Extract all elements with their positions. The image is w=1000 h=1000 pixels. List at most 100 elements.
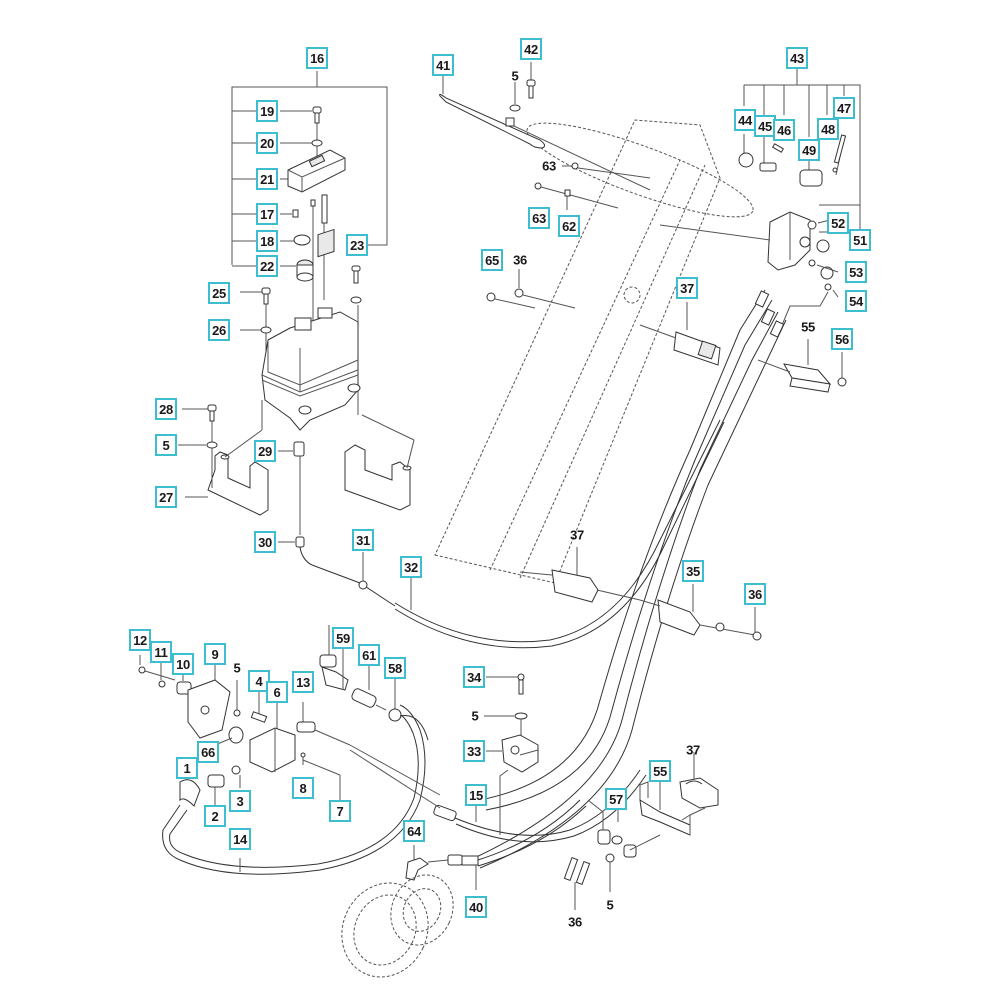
callout-5-washer[interactable]: 5 [155,434,177,456]
callout-42[interactable]: 42 [520,38,542,60]
control-box [261,228,361,431]
callout-36-upper[interactable]: 36 [513,252,527,268]
clamp-33 [484,673,539,835]
callout-55-lower[interactable]: 55 [649,760,671,782]
washer-5a [178,441,218,449]
clamp-37-middle [519,547,641,603]
callout-22[interactable]: 22 [256,255,278,277]
callout-5-pump[interactable]: 5 [233,660,241,676]
callout-14[interactable]: 14 [229,828,251,850]
callout-15[interactable]: 15 [465,784,487,806]
callout-66[interactable]: 66 [197,741,219,763]
callout-30[interactable]: 30 [254,531,276,553]
callout-53[interactable]: 53 [845,261,867,283]
callout-7[interactable]: 7 [329,800,351,822]
callout-6[interactable]: 6 [266,681,288,703]
callout-29[interactable]: 29 [254,440,276,462]
callout-5-handle[interactable]: 5 [511,68,519,84]
callout-19[interactable]: 19 [256,100,278,122]
callout-3[interactable]: 3 [229,790,251,812]
callout-21[interactable]: 21 [256,168,278,190]
callout-16[interactable]: 16 [306,47,328,69]
callout-23[interactable]: 23 [346,234,368,256]
callout-37-middle[interactable]: 37 [570,527,584,543]
clamp-lower-group [563,752,719,910]
callout-51[interactable]: 51 [849,229,871,251]
hose-14 [162,704,426,875]
callout-17[interactable]: 17 [256,203,278,225]
callout-55-upper[interactable]: 55 [801,319,815,335]
fitting-64-hose-40 [405,799,587,890]
callout-9[interactable]: 9 [204,643,226,665]
clamp-55-upper [757,339,847,393]
screw-42 [526,62,536,99]
callout-34[interactable]: 34 [463,666,485,688]
callout-2[interactable]: 2 [204,805,226,827]
group-16-bracket [231,71,388,267]
callout-18[interactable]: 18 [256,230,278,252]
callout-5-clamp[interactable]: 5 [471,708,479,724]
callout-44[interactable]: 44 [734,109,756,131]
callout-63-upper[interactable]: 63 [542,158,556,174]
callout-37-lower[interactable]: 37 [686,742,700,758]
callout-20[interactable]: 20 [256,132,278,154]
callout-8[interactable]: 8 [292,777,314,799]
callout-33[interactable]: 33 [463,740,485,762]
callout-54[interactable]: 54 [845,290,867,312]
callout-52[interactable]: 52 [827,212,849,234]
callout-43[interactable]: 43 [786,47,808,69]
screw-25 [240,287,271,372]
callout-26[interactable]: 26 [208,319,230,341]
bracket-27-left [207,400,269,516]
callout-61[interactable]: 61 [358,644,380,666]
handle-41 [439,72,651,191]
callout-36-right[interactable]: 36 [744,583,766,605]
callout-1[interactable]: 1 [176,757,198,779]
callout-13[interactable]: 13 [292,671,314,693]
callout-12[interactable]: 12 [129,629,151,651]
callout-31[interactable]: 31 [352,529,374,551]
callout-62[interactable]: 62 [558,215,580,237]
callout-65[interactable]: 65 [481,249,503,271]
washer-5b [509,82,521,112]
pin-17 [292,209,299,218]
callout-49[interactable]: 49 [798,139,820,161]
bolt-63a [562,162,651,179]
clamp-37-upper [639,302,721,366]
callout-27[interactable]: 27 [155,486,177,508]
gasket-18 [293,234,311,246]
callout-28[interactable]: 28 [155,398,177,420]
screw-19 [312,106,322,160]
callout-36-lower[interactable]: 36 [568,914,582,930]
callout-56[interactable]: 56 [831,328,853,350]
wheel-motor-outline [341,874,454,978]
bolt-63b [534,182,619,210]
callout-41[interactable]: 41 [432,54,454,76]
callout-48[interactable]: 48 [817,118,839,140]
callout-40[interactable]: 40 [465,896,487,918]
callout-63-lower[interactable]: 63 [528,207,550,229]
callout-11[interactable]: 11 [150,641,172,663]
valve-parts [738,134,847,187]
callout-37-upper[interactable]: 37 [676,277,698,299]
callout-64[interactable]: 64 [403,820,425,842]
callout-58[interactable]: 58 [384,657,406,679]
bolt-36b [752,607,762,641]
callout-10[interactable]: 10 [172,653,194,675]
callout-32[interactable]: 32 [400,556,422,578]
fitting-29 [278,441,305,535]
clamp-35 [639,584,756,636]
screw-28 [182,404,217,488]
callout-57[interactable]: 57 [605,788,627,810]
callout-5-lower[interactable]: 5 [606,897,614,913]
hydraulic-hoses [469,289,787,869]
bushing-22 [296,259,314,282]
callout-25[interactable]: 25 [208,282,230,304]
callout-47[interactable]: 47 [833,97,855,119]
pump-assembly [138,655,441,807]
callout-35[interactable]: 35 [682,560,704,582]
callout-59[interactable]: 59 [332,627,354,649]
callout-46[interactable]: 46 [773,119,795,141]
washer-26 [240,326,272,334]
